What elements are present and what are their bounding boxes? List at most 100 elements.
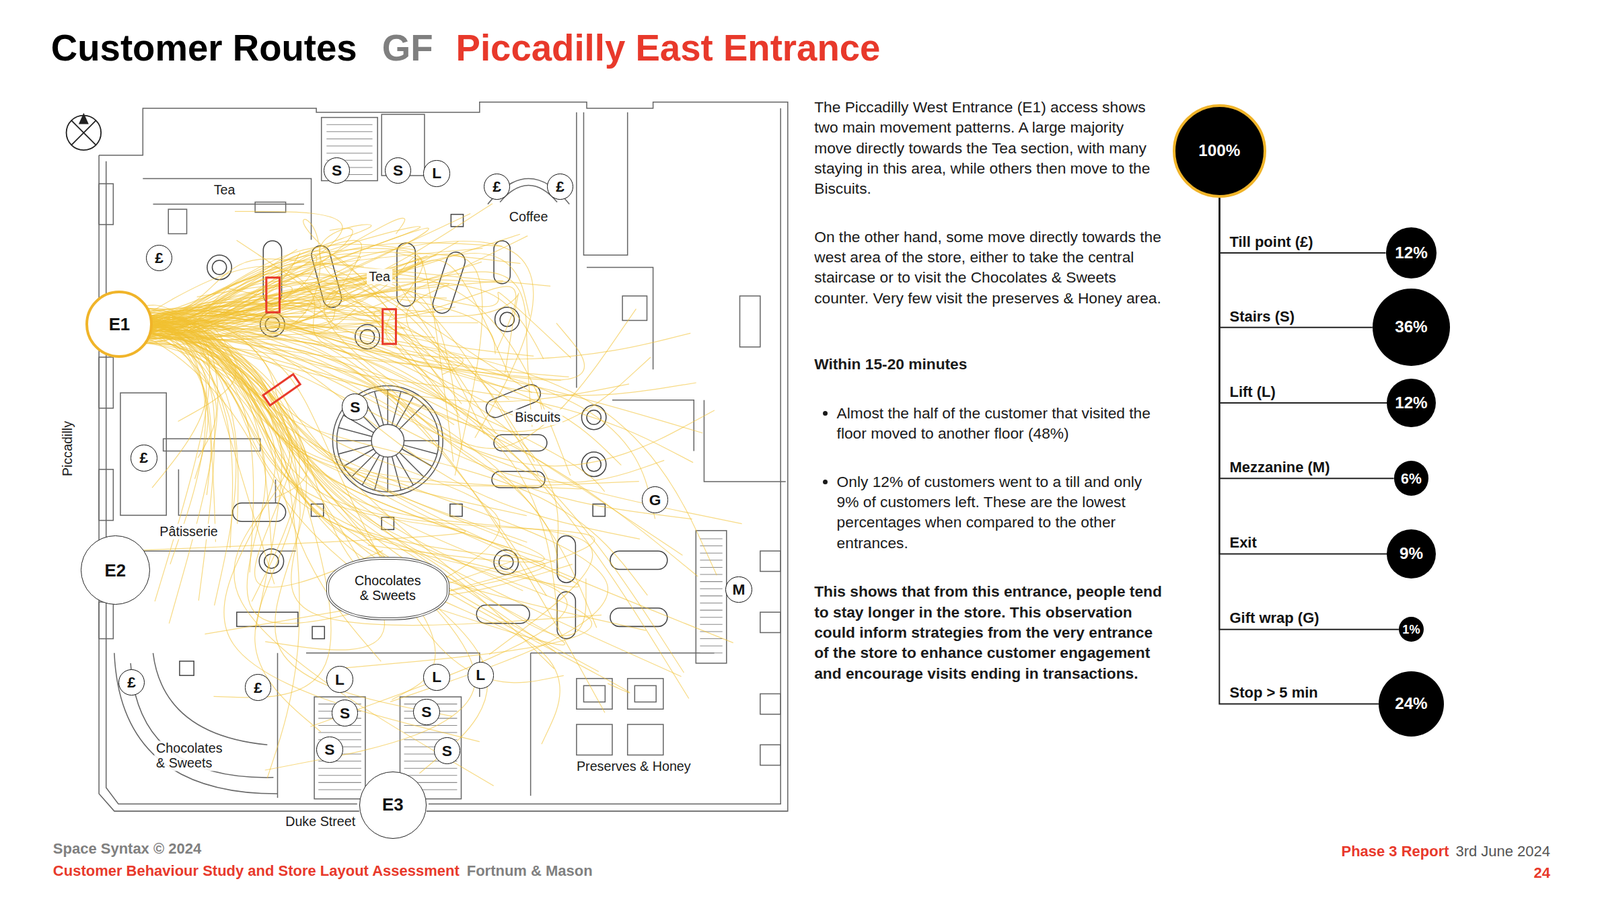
spiral-stair <box>374 391 384 426</box>
wall <box>152 203 304 206</box>
total-circle: 100% <box>1172 104 1267 199</box>
wall <box>760 551 781 572</box>
fixture <box>450 503 463 517</box>
node-text: 100% <box>1198 141 1241 161</box>
customer-route <box>125 309 718 576</box>
branch-line <box>1219 197 1386 253</box>
customer-route <box>125 240 362 323</box>
title-part: Piccadilly East Entrance <box>455 27 881 70</box>
node-text: 12% <box>1394 244 1428 263</box>
branch-label: Mezzanine (M) <box>1229 458 1330 476</box>
north-arrow <box>71 120 96 145</box>
customer-route <box>135 316 301 602</box>
text-row: Phase 3 Report3rd June 2024 <box>1340 843 1551 860</box>
customer-route <box>130 316 535 463</box>
branch-line <box>1219 197 1372 328</box>
fixture <box>236 612 299 627</box>
node-text: S <box>421 703 432 721</box>
area-label: Tea <box>366 269 393 285</box>
wall <box>627 678 664 710</box>
symbol-circle: £ <box>244 674 272 701</box>
customer-route <box>139 310 630 694</box>
customer-route <box>134 320 582 490</box>
node-text: S <box>331 162 342 179</box>
branch-label: Gift wrap (G) <box>1229 609 1319 627</box>
wall <box>428 108 781 805</box>
entrance-circle: E2 <box>80 535 151 605</box>
stair-tread <box>699 538 722 539</box>
branch-line <box>1219 197 1399 630</box>
entrance-circle: E3 <box>359 771 427 840</box>
branch-label: Exit <box>1229 534 1257 552</box>
wall <box>142 178 311 241</box>
spiral-stair <box>351 452 377 478</box>
wall <box>622 296 647 321</box>
north-arrow <box>66 114 102 151</box>
area-label: Tea <box>211 182 238 198</box>
node-text: £ <box>139 449 149 467</box>
customer-route <box>134 329 648 596</box>
area-label: Coffee <box>507 208 551 225</box>
wall <box>130 663 274 778</box>
node-text: £ <box>154 249 164 267</box>
symbol-circle: L <box>467 662 494 689</box>
stair-tread <box>699 610 722 611</box>
node-text: 24% <box>1394 695 1428 714</box>
percentage-circle: 24% <box>1378 671 1444 737</box>
symbol-circle: G <box>641 486 669 513</box>
wall <box>98 357 114 409</box>
fixture <box>610 551 668 570</box>
stair-tread <box>699 559 722 561</box>
body-text: On the other hand, some move directly to… <box>814 226 1162 309</box>
node-text: 36% <box>1394 318 1428 337</box>
percentage-circle: 9% <box>1386 529 1436 579</box>
node-text: S <box>392 162 404 179</box>
percentage-circle: 1% <box>1398 616 1424 642</box>
footer-text: Space Syntax © 2024 <box>53 840 202 858</box>
customer-route <box>126 329 564 683</box>
wall <box>98 469 114 521</box>
customer-route <box>121 330 568 727</box>
node-text: L <box>431 668 442 686</box>
branch-line <box>1219 197 1379 704</box>
symbol-circle: S <box>384 157 412 184</box>
customer-route <box>121 312 579 588</box>
customer-route <box>125 329 605 492</box>
wall <box>760 612 781 633</box>
node-text: 12% <box>1394 394 1428 413</box>
symbol-circle: £ <box>547 173 574 200</box>
stair-tread <box>326 131 373 132</box>
fixture <box>586 457 601 472</box>
stair-tread <box>404 732 458 734</box>
wall <box>98 102 788 812</box>
stair-tread <box>699 581 722 583</box>
stair-tread <box>404 768 458 770</box>
node-text: L <box>431 164 442 182</box>
area-label: Piccadilly <box>59 421 76 477</box>
customer-route <box>123 338 453 717</box>
customer-route <box>139 325 513 624</box>
stair-tread <box>699 595 722 597</box>
stair-tread <box>318 124 723 790</box>
bullet-text: Only 12% of customers went to a till and… <box>837 471 1162 554</box>
branch-label: Lift (L) <box>1229 383 1276 401</box>
symbol-circle: £ <box>130 444 157 471</box>
customer-route <box>137 319 560 578</box>
node-text: E1 <box>108 314 131 334</box>
symbol-circle: S <box>413 699 440 726</box>
stair-tread <box>318 789 362 790</box>
customer-route <box>132 317 527 517</box>
stair-tread <box>699 652 722 654</box>
node-text: 9% <box>1399 544 1424 564</box>
highlight-frame <box>382 309 397 345</box>
stair-tread <box>326 138 373 140</box>
stair-tread <box>699 602 722 604</box>
branch-line <box>1219 197 1394 479</box>
area-label: Preserves & Honey <box>574 758 694 775</box>
wall <box>277 653 279 798</box>
customer-route <box>126 274 571 359</box>
fixture <box>207 255 232 280</box>
customer-route <box>121 324 599 672</box>
